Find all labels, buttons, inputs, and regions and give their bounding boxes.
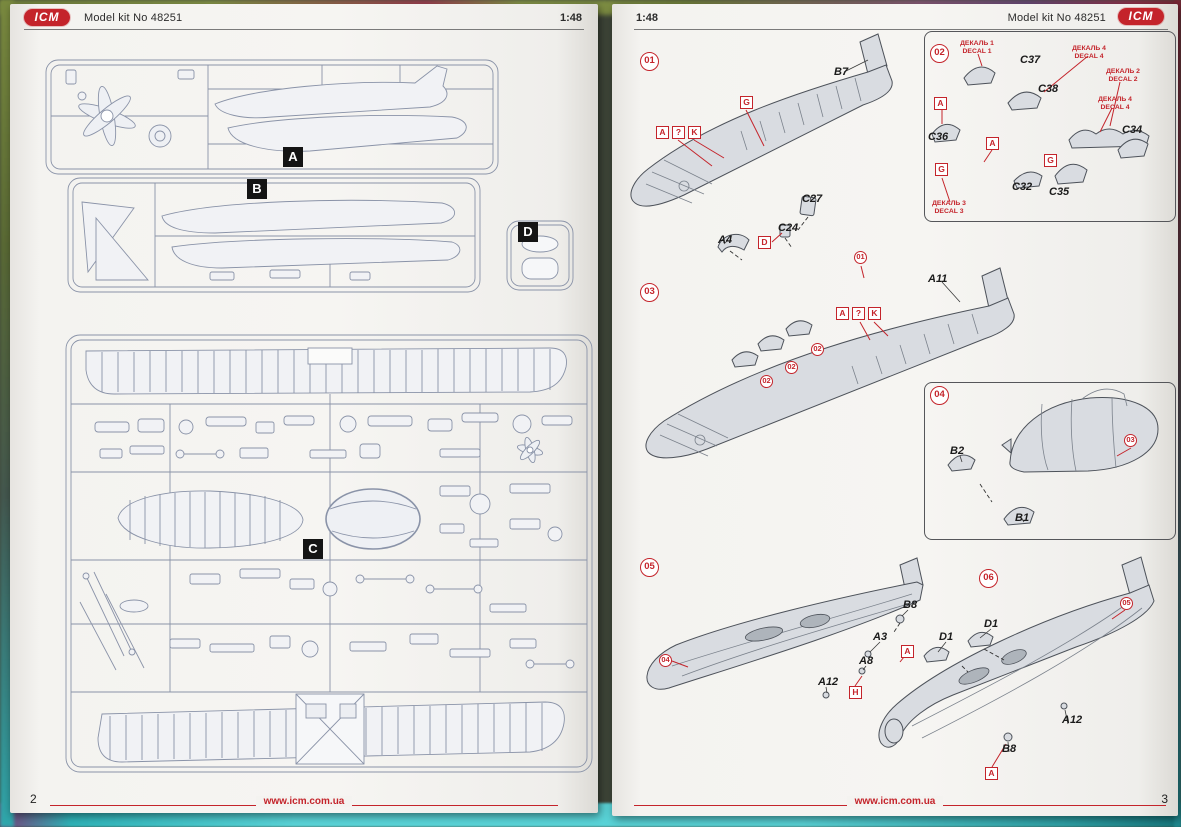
icm-logo-text: ICM [1128, 9, 1154, 23]
website-url: www.icm.com.ua [612, 796, 1178, 807]
website-url: www.icm.com.ua [10, 796, 598, 807]
step-ref-03: 03 [1124, 434, 1137, 447]
icm-logo: ICM [24, 9, 70, 26]
part-label-b7: B7 [834, 66, 849, 78]
part-label-a12: A12 [818, 676, 839, 688]
decal-4a-en: DECAL 4 [1074, 53, 1104, 61]
part-label-a4: A4 [718, 234, 733, 246]
paint-code-q: ? [852, 307, 865, 320]
part-label-a11: A11 [928, 273, 948, 285]
page-left: ICM Model kit No 48251 1:48 [10, 4, 598, 813]
website-url-text: www.icm.com.ua [846, 796, 944, 807]
step-04-box [924, 382, 1176, 540]
decal-1-ru: ДЕКАЛЬ 1 [960, 40, 994, 47]
page-number: 2 [30, 792, 37, 806]
part-label-c36: C36 [928, 131, 949, 143]
page-right: 1:48 Model kit No 48251 ICM [612, 4, 1178, 816]
step-ref-02: 02 [811, 343, 824, 356]
paint-code-a: A [901, 645, 914, 658]
part-label-b8: B8 [903, 599, 918, 611]
page-number: 3 [1161, 792, 1168, 806]
part-label-d1: D1 [984, 618, 999, 630]
page-title: Model kit No 48251 [84, 12, 183, 24]
step-ref-04: 04 [659, 654, 672, 667]
part-label-d1: D1 [939, 631, 954, 643]
icm-logo-text: ICM [34, 10, 60, 24]
step-01-badge: 01 [640, 52, 659, 71]
step-02-badge: 02 [930, 44, 949, 63]
assembly-diagrams [630, 33, 1159, 768]
sprue-label-b: B [247, 179, 267, 199]
decal-2-en: DECAL 2 [1108, 76, 1138, 84]
step-ref-05: 05 [1120, 597, 1133, 610]
header-rule [24, 29, 584, 30]
icm-logo: ICM [1118, 8, 1164, 25]
sprues-drawing [45, 59, 593, 773]
step-02-box [924, 31, 1176, 222]
part-label-c34: C34 [1122, 124, 1143, 136]
part-label-c24: C24 [778, 222, 799, 234]
step-03-badge: 03 [640, 283, 659, 302]
website-url-text: www.icm.com.ua [255, 796, 353, 807]
part-label-c32: C32 [1012, 181, 1033, 193]
part-label-c38: C38 [1038, 83, 1059, 95]
paint-code-d: D [758, 236, 771, 249]
step-ref-02: 02 [760, 375, 773, 388]
page-title: Model kit No 48251 [1007, 12, 1106, 24]
paint-code-q: ? [672, 126, 685, 139]
part-label-b1: B1 [1015, 512, 1030, 524]
step-ref-01: 01 [854, 251, 867, 264]
paint-code-a: A [934, 97, 947, 110]
scale-label: 1:48 [636, 12, 659, 24]
step-04-badge: 04 [930, 386, 949, 405]
part-label-a3: A3 [873, 631, 888, 643]
scale-label: 1:48 [559, 12, 582, 24]
decal-4b-en: DECAL 4 [1100, 104, 1130, 112]
part-label-c35: C35 [1049, 186, 1070, 198]
paint-code-a: A [836, 307, 849, 320]
part-label-b8: B8 [1002, 743, 1017, 755]
decal-2-ru: ДЕКАЛЬ 2 [1106, 68, 1140, 75]
paint-code-a: A [656, 126, 669, 139]
paint-code-k: K [868, 307, 881, 320]
part-label-a12: A12 [1062, 714, 1083, 726]
decal-3-ru: ДЕКАЛЬ 3 [932, 200, 966, 207]
step-05-badge: 05 [640, 558, 659, 577]
part-label-a8: A8 [859, 655, 874, 667]
sprue-label-c: C [303, 539, 323, 559]
paint-code-h: H [849, 686, 862, 699]
paint-code-g: G [1044, 154, 1057, 167]
sprue-label-a: A [283, 147, 303, 167]
step-06-badge: 06 [979, 569, 998, 588]
decal-1-en: DECAL 1 [962, 48, 992, 56]
part-label-b2: B2 [950, 445, 965, 457]
paint-code-k: K [688, 126, 701, 139]
part-label-c27: C27 [802, 193, 823, 205]
decal-4a-ru: ДЕКАЛЬ 4 [1072, 45, 1106, 52]
header-rule [634, 29, 1168, 30]
decal-4b-ru: ДЕКАЛЬ 4 [1098, 96, 1132, 103]
part-label-c37: C37 [1020, 54, 1041, 66]
paint-code-g: G [740, 96, 753, 109]
paint-code-a: A [985, 767, 998, 780]
paint-code-a: A [986, 137, 999, 150]
decal-3-en: DECAL 3 [934, 208, 964, 216]
step-ref-02: 02 [785, 361, 798, 374]
paint-code-g: G [935, 163, 948, 176]
sprue-label-d: D [518, 222, 538, 242]
